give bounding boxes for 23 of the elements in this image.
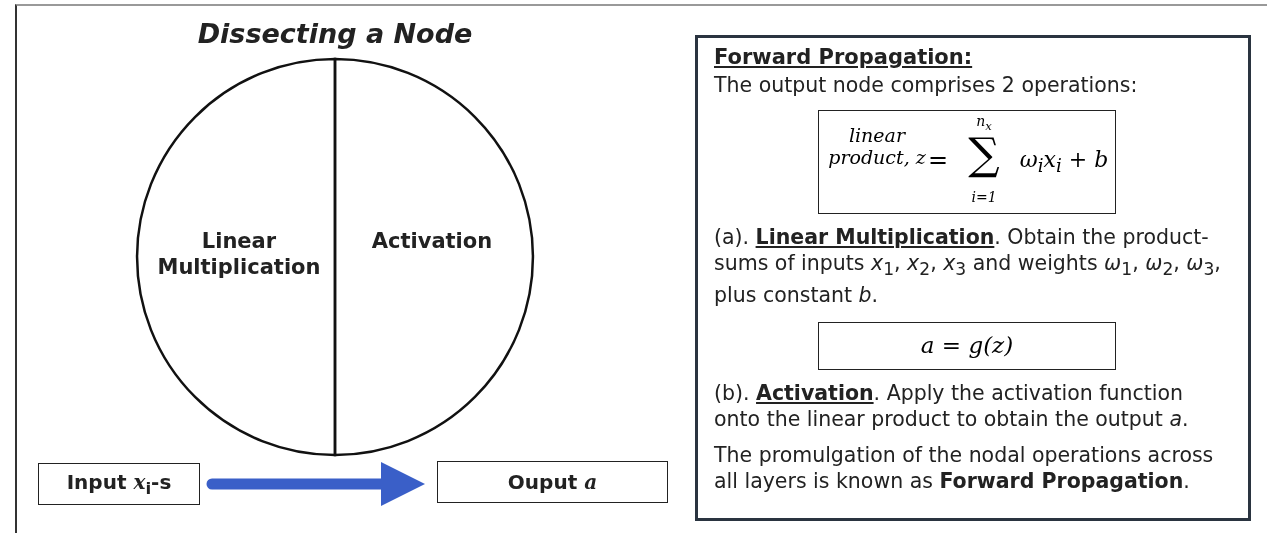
- panel-paragraph: (a). Linear Multiplication. Obtain the product-sums of inputs x$_{1}$, x$_{2}$, x$_{3}$ and weights ω$_{1}$, ω$_{2}$, ω$_{3}$, plus constant b.: [714, 224, 1222, 309]
- section-label: Linear Multiplication: [156, 228, 322, 280]
- arrow: [206, 462, 425, 506]
- formula-symbol: =: [926, 147, 950, 175]
- formula-term: ω$_{i}$x$_{i}$ + b: [1018, 147, 1110, 179]
- formula-box: [818, 110, 1116, 214]
- formula: a = g(z): [919, 332, 1015, 358]
- panel-heading: Forward Propagation:: [714, 44, 974, 70]
- input-box: [38, 463, 200, 505]
- formula-term: linear product, z: [827, 125, 927, 169]
- formula-box: [818, 322, 1116, 370]
- box-label: Ouput a: [507, 470, 598, 494]
- output-box: [437, 461, 668, 503]
- panel-paragraph: (b). Activation. Apply the activation function onto the linear product to obtain the output a.: [714, 380, 1190, 432]
- text-panel: [695, 35, 1251, 521]
- formula-limit: i=1: [970, 189, 998, 206]
- circle-half: [335, 58, 535, 456]
- panel-text: The output node comprises 2 operations:: [714, 72, 1139, 98]
- section-label: Activation: [370, 228, 494, 254]
- box-label: Input x$_{i}$-s: [66, 470, 172, 498]
- panel-paragraph: The promulgation of the nodal operations across all layers is known as Forward Propagation.: [714, 442, 1215, 494]
- diagram-title: Dissecting a Node: [196, 18, 474, 49]
- circle-half: [135, 58, 335, 456]
